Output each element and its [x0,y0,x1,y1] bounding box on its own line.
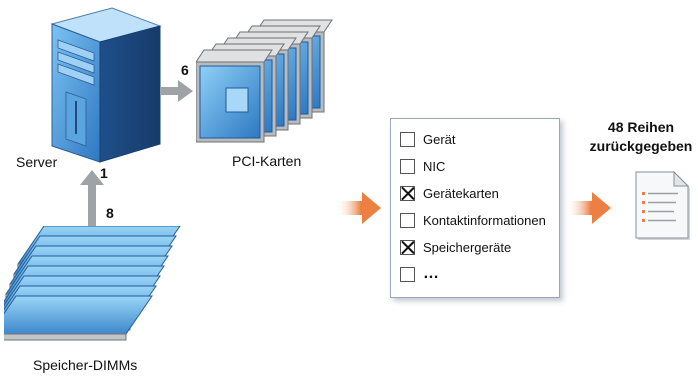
checkbox-label: Kontaktinformationen [423,212,546,228]
checkbox-row-more[interactable]: … [400,263,439,285]
pci-count: 6 [181,62,189,78]
result-caption: 48 Reihen zurückgegeben [584,118,698,156]
double-arrow-vertical-icon [80,170,104,241]
pci-card-stack-icon [196,19,333,143]
memory-dimm-stack-icon [4,226,181,341]
checkbox-more[interactable] [400,266,415,282]
checkbox-row-nic[interactable]: NIC [400,155,445,177]
checkbox-label: NIC [423,158,446,174]
checkbox-label: … [423,265,439,282]
checkbox-label: Gerätekarten [423,185,499,201]
pci-label: PCI-Karten [232,153,302,169]
dimm-label: Speicher-DIMMs [33,357,138,373]
checkbox-row-geraetekarten[interactable]: Gerätekarten [400,182,499,204]
server-count: 1 [100,165,108,181]
checkbox-row-speichergeraete[interactable]: Speichergeräte [400,236,511,258]
checkbox-row-geraet[interactable]: Gerät [400,128,456,150]
checkbox-row-kontaktinformationen[interactable]: Kontaktinformationen [400,209,546,231]
result-line2: zurückgegeben [589,138,693,154]
server-label: Server [16,154,58,170]
checkbox-nic[interactable] [400,158,415,174]
arrow-right-icon [160,80,193,102]
document-icon [635,170,690,240]
result-line1: 48 Reihen [607,119,675,135]
checkbox-label: Gerät [423,131,456,147]
selection-panel: Gerät NIC Gerätekarten Kontaktinformatio… [390,118,560,298]
checkbox-label: Speichergeräte [423,239,512,255]
arrow-right-orange-icon [566,192,611,224]
arrow-right-orange-icon [336,192,381,224]
checkbox-speichergeraete[interactable] [400,239,415,255]
checkbox-kontaktinformationen[interactable] [400,212,415,228]
checkbox-geraet[interactable] [400,131,415,147]
dimm-count: 8 [106,205,114,221]
checkbox-geraetekarten[interactable] [400,185,415,201]
server-tower-icon [50,7,162,163]
